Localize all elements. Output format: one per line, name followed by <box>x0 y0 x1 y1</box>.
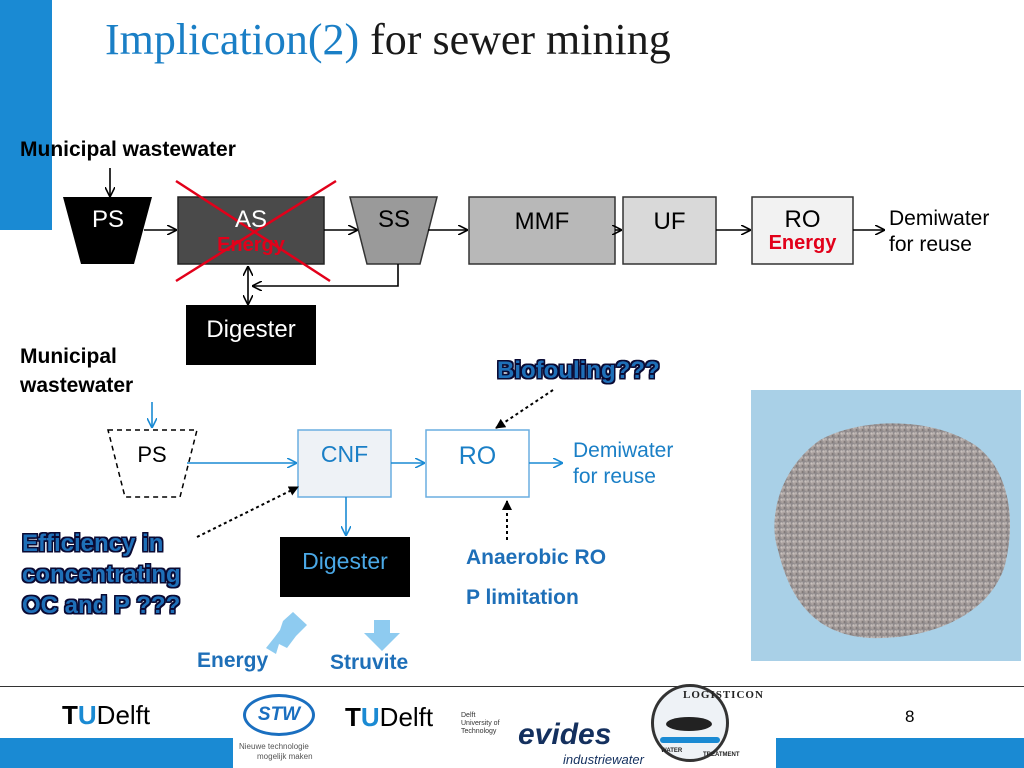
bottom-source-line-2: wastewater <box>20 374 134 397</box>
top-ss-shape <box>349 196 438 265</box>
logisticon-seal <box>651 684 729 762</box>
tudelft2-sub-3: Technology <box>461 728 497 735</box>
tudelft-name: Delft <box>96 700 151 730</box>
top-digester-box <box>186 305 316 365</box>
top-digester-label: Digester <box>206 316 296 343</box>
biofouling-pointer <box>495 389 554 429</box>
logisticon-sub-1: WATER <box>661 748 683 754</box>
bottom-digester-label: Digester <box>302 548 388 574</box>
biofouling-label: Biofouling??? <box>497 357 660 384</box>
efficiency-label: Efficiency in concentrating OC and P ??? <box>22 528 181 621</box>
title-accent: Implication(2) <box>105 15 360 64</box>
efficiency-line-3: OC and P ??? <box>22 592 181 619</box>
as-cross-line-2 <box>175 179 337 283</box>
top-arrow-ss-return <box>253 264 399 286</box>
as-cross-line-1 <box>175 179 331 283</box>
energy-output-arrow <box>266 612 307 654</box>
stw-tagline-2: mogelijk maken <box>257 752 313 761</box>
evides-logo: evides <box>518 718 612 751</box>
tudelft2-sub-1: Delft <box>461 712 476 719</box>
efficiency-line-1: Efficiency in <box>22 530 164 557</box>
stw-mark: STW <box>243 694 315 736</box>
energy-label: Energy <box>197 649 269 672</box>
partner-logos: STW Nieuwe technologie mogelijk maken TU… <box>233 684 776 768</box>
tudelft-t: T <box>62 700 78 730</box>
bottom-ps-shape <box>107 429 198 498</box>
bottom-digester-box <box>280 537 410 597</box>
page-number: 8 <box>905 707 915 726</box>
bottom-output-line-1: Demiwater <box>573 439 674 462</box>
struvite-photo <box>751 390 1021 661</box>
bottom-ro-label: RO <box>458 442 497 470</box>
bottom-ps-label: PS <box>137 442 167 467</box>
bottom-output-line-2: for reuse <box>573 465 656 488</box>
struvite-output-arrow <box>364 620 400 651</box>
logisticon-name: LOGISTICON <box>683 689 764 701</box>
water-wave-icon <box>660 737 720 743</box>
top-ro-energy: Energy <box>768 232 837 254</box>
top-ro-label: RO <box>784 206 821 233</box>
top-ps-label: PS <box>91 206 124 233</box>
efficiency-pointer <box>196 486 299 538</box>
tudelft-logo-2: TUDelft <box>345 702 433 733</box>
tudelft-u: U <box>77 700 97 730</box>
bottom-cnf-label: CNF <box>320 441 369 467</box>
tudelft2-t: T <box>345 702 361 732</box>
top-as-energy: Energy <box>217 234 285 256</box>
top-as-box <box>177 196 325 265</box>
p-limitation-label: P limitation <box>466 586 579 609</box>
page-title: Implication(2) for sewer mining <box>105 14 671 65</box>
top-output-label: Demiwater for reuse <box>889 206 989 258</box>
tudelft-logo: TUDelft <box>62 700 150 731</box>
top-output-line-2: for reuse <box>889 233 972 256</box>
bottom-source-line-1: Municipal <box>20 345 117 368</box>
top-uf-label: UF <box>653 208 686 235</box>
tudelft2-name: Delft <box>379 702 434 732</box>
stw-tagline: Nieuwe technologie mogelijk maken <box>239 742 329 762</box>
stw-logo: STW Nieuwe technologie mogelijk maken <box>239 694 329 764</box>
bottom-ro-box <box>425 429 530 498</box>
bottom-output-label: Demiwater for reuse <box>573 438 673 490</box>
logisticon-sub-2: TREATMENT <box>703 752 740 758</box>
ant-icon <box>666 717 712 731</box>
efficiency-line-2: concentrating <box>22 561 181 588</box>
bottom-cnf-box <box>297 429 392 498</box>
anaerobic-ro-label: Anaerobic RO <box>466 546 607 569</box>
side-accent-bar <box>0 0 52 230</box>
top-ps-shape <box>63 197 152 264</box>
top-source-label: Municipal wastewater <box>20 138 236 161</box>
stw-tagline-1: Nieuwe technologie <box>239 742 309 751</box>
tudelft2-sub-2: University of <box>461 720 500 727</box>
tudelft2-sub: Delft University of Technology <box>461 712 500 736</box>
footer-divider <box>0 686 1024 687</box>
top-output-line-1: Demiwater <box>889 207 990 230</box>
title-rest: for sewer mining <box>359 15 671 64</box>
top-as-label: AS <box>234 206 267 233</box>
struvite-label: Struvite <box>330 651 409 674</box>
top-ss-label: SS <box>377 206 410 233</box>
top-mmf-box <box>468 196 616 265</box>
top-mmf-label: MMF <box>514 208 570 235</box>
bottom-source-label: Municipal wastewater <box>20 342 133 400</box>
tudelft2-u: U <box>360 702 380 732</box>
evides-sub: industriewater <box>563 752 644 767</box>
